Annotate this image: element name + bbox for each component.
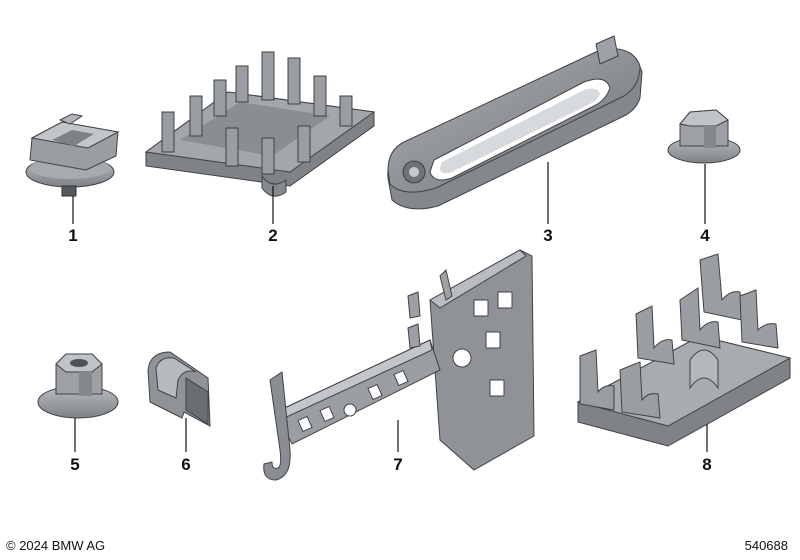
part-7-holder-bracket (263, 249, 535, 481)
callout-3: 3 (543, 226, 553, 245)
part-4-cap-nut (667, 109, 741, 164)
callout-8: 8 (702, 455, 712, 474)
callout-7: 7 (393, 455, 403, 474)
part-8-multi-clip-holder (576, 253, 792, 447)
part-1-clip-nut (25, 113, 120, 197)
part-3-oblong-frame-bracket (387, 35, 643, 210)
part-5-collar-hex-nut (37, 353, 119, 419)
callout-2: 2 (268, 226, 278, 245)
leader-lines (72, 162, 708, 452)
part-6-cable-clip (147, 351, 211, 427)
copyright-text: © 2024 BMW AG (6, 538, 106, 553)
callout-5: 5 (70, 455, 80, 474)
callout-6: 6 (181, 455, 191, 474)
diagram-id: 540688 (744, 538, 788, 553)
part-2-cable-holder-frame (144, 51, 376, 197)
callout-1: 1 (68, 226, 78, 245)
callout-4: 4 (700, 226, 710, 245)
